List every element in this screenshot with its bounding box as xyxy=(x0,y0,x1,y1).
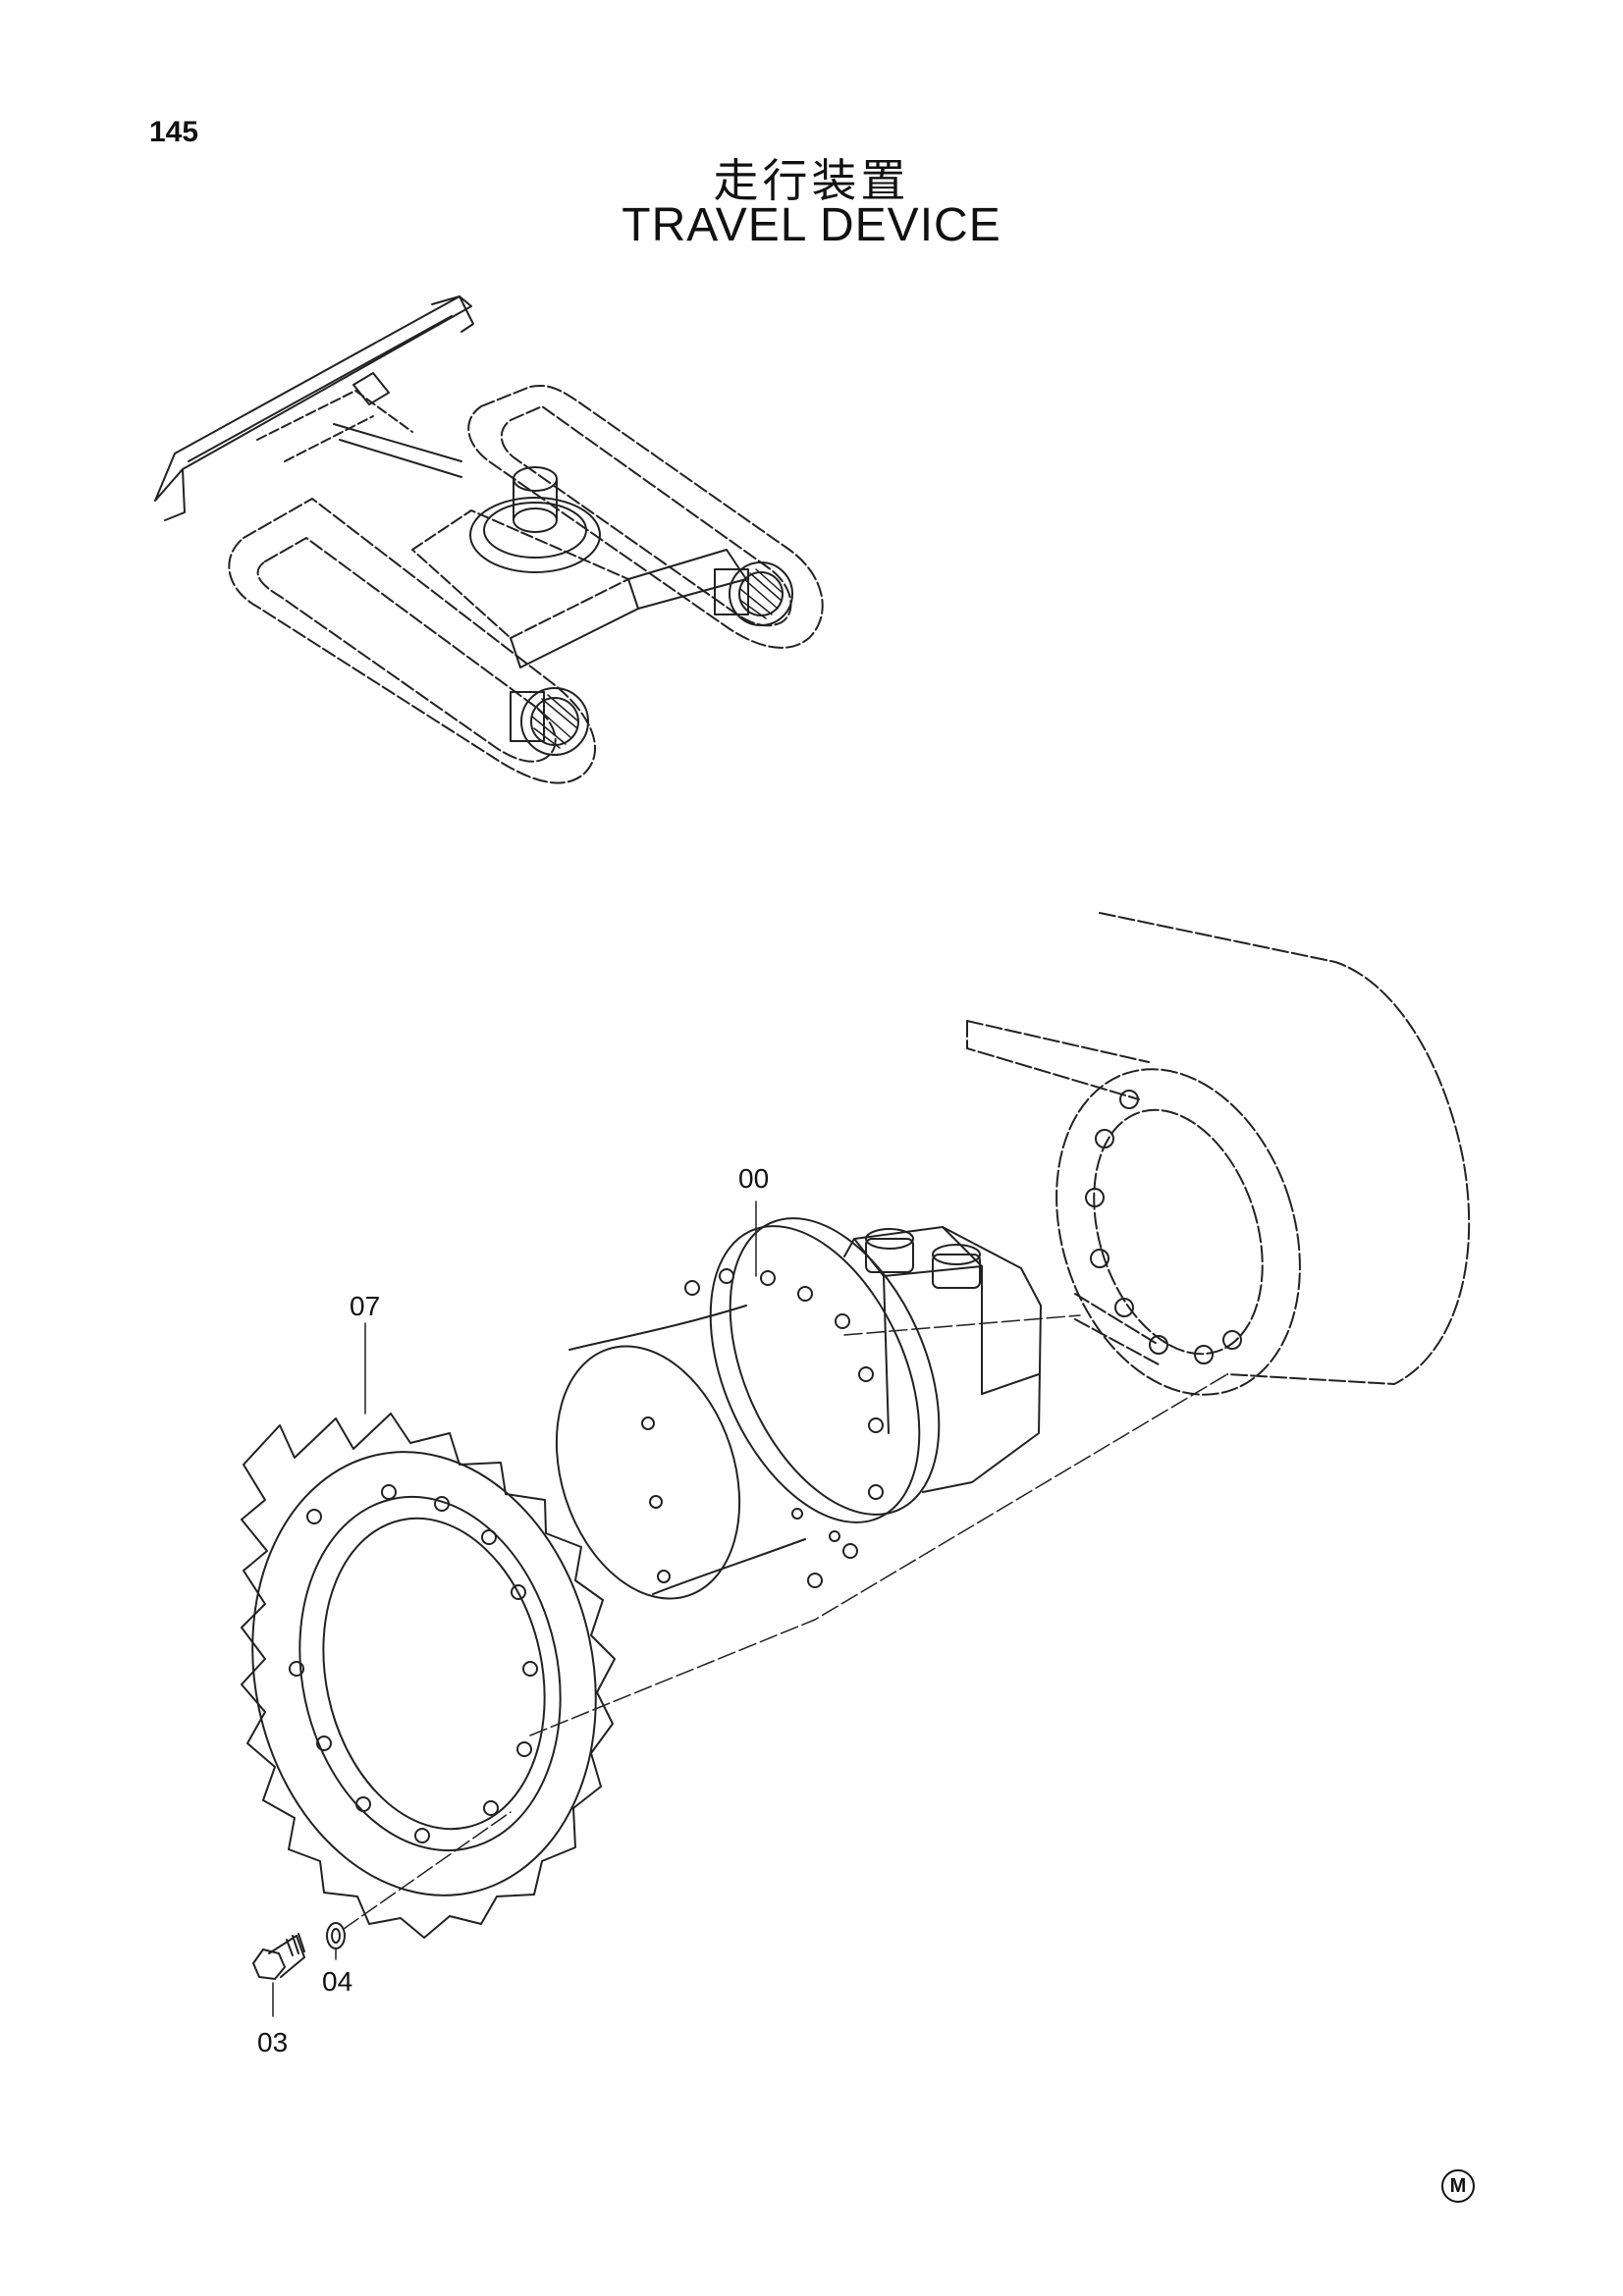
travel-device-body xyxy=(555,1217,1042,1600)
callout-07: 07 xyxy=(350,1291,380,1321)
manufacturer-mark: M xyxy=(1441,2169,1475,2203)
page-number: 145 xyxy=(149,116,199,148)
callout-leaders xyxy=(272,1201,757,2017)
assembly-axis-lines xyxy=(343,1314,1228,1930)
track-frame-end xyxy=(966,912,1471,1396)
callout-00: 00 xyxy=(738,1163,769,1194)
callout-03: 03 xyxy=(257,2027,288,2057)
sprocket xyxy=(241,1413,616,1939)
callout-04: 04 xyxy=(322,1966,352,1997)
bolt xyxy=(252,1933,305,1980)
washer xyxy=(326,1922,346,1949)
undercarriage-overview xyxy=(154,295,824,784)
page-title-english: TRAVEL DEVICE xyxy=(622,199,1001,251)
page-title-japanese: 走行装置 xyxy=(713,154,910,207)
